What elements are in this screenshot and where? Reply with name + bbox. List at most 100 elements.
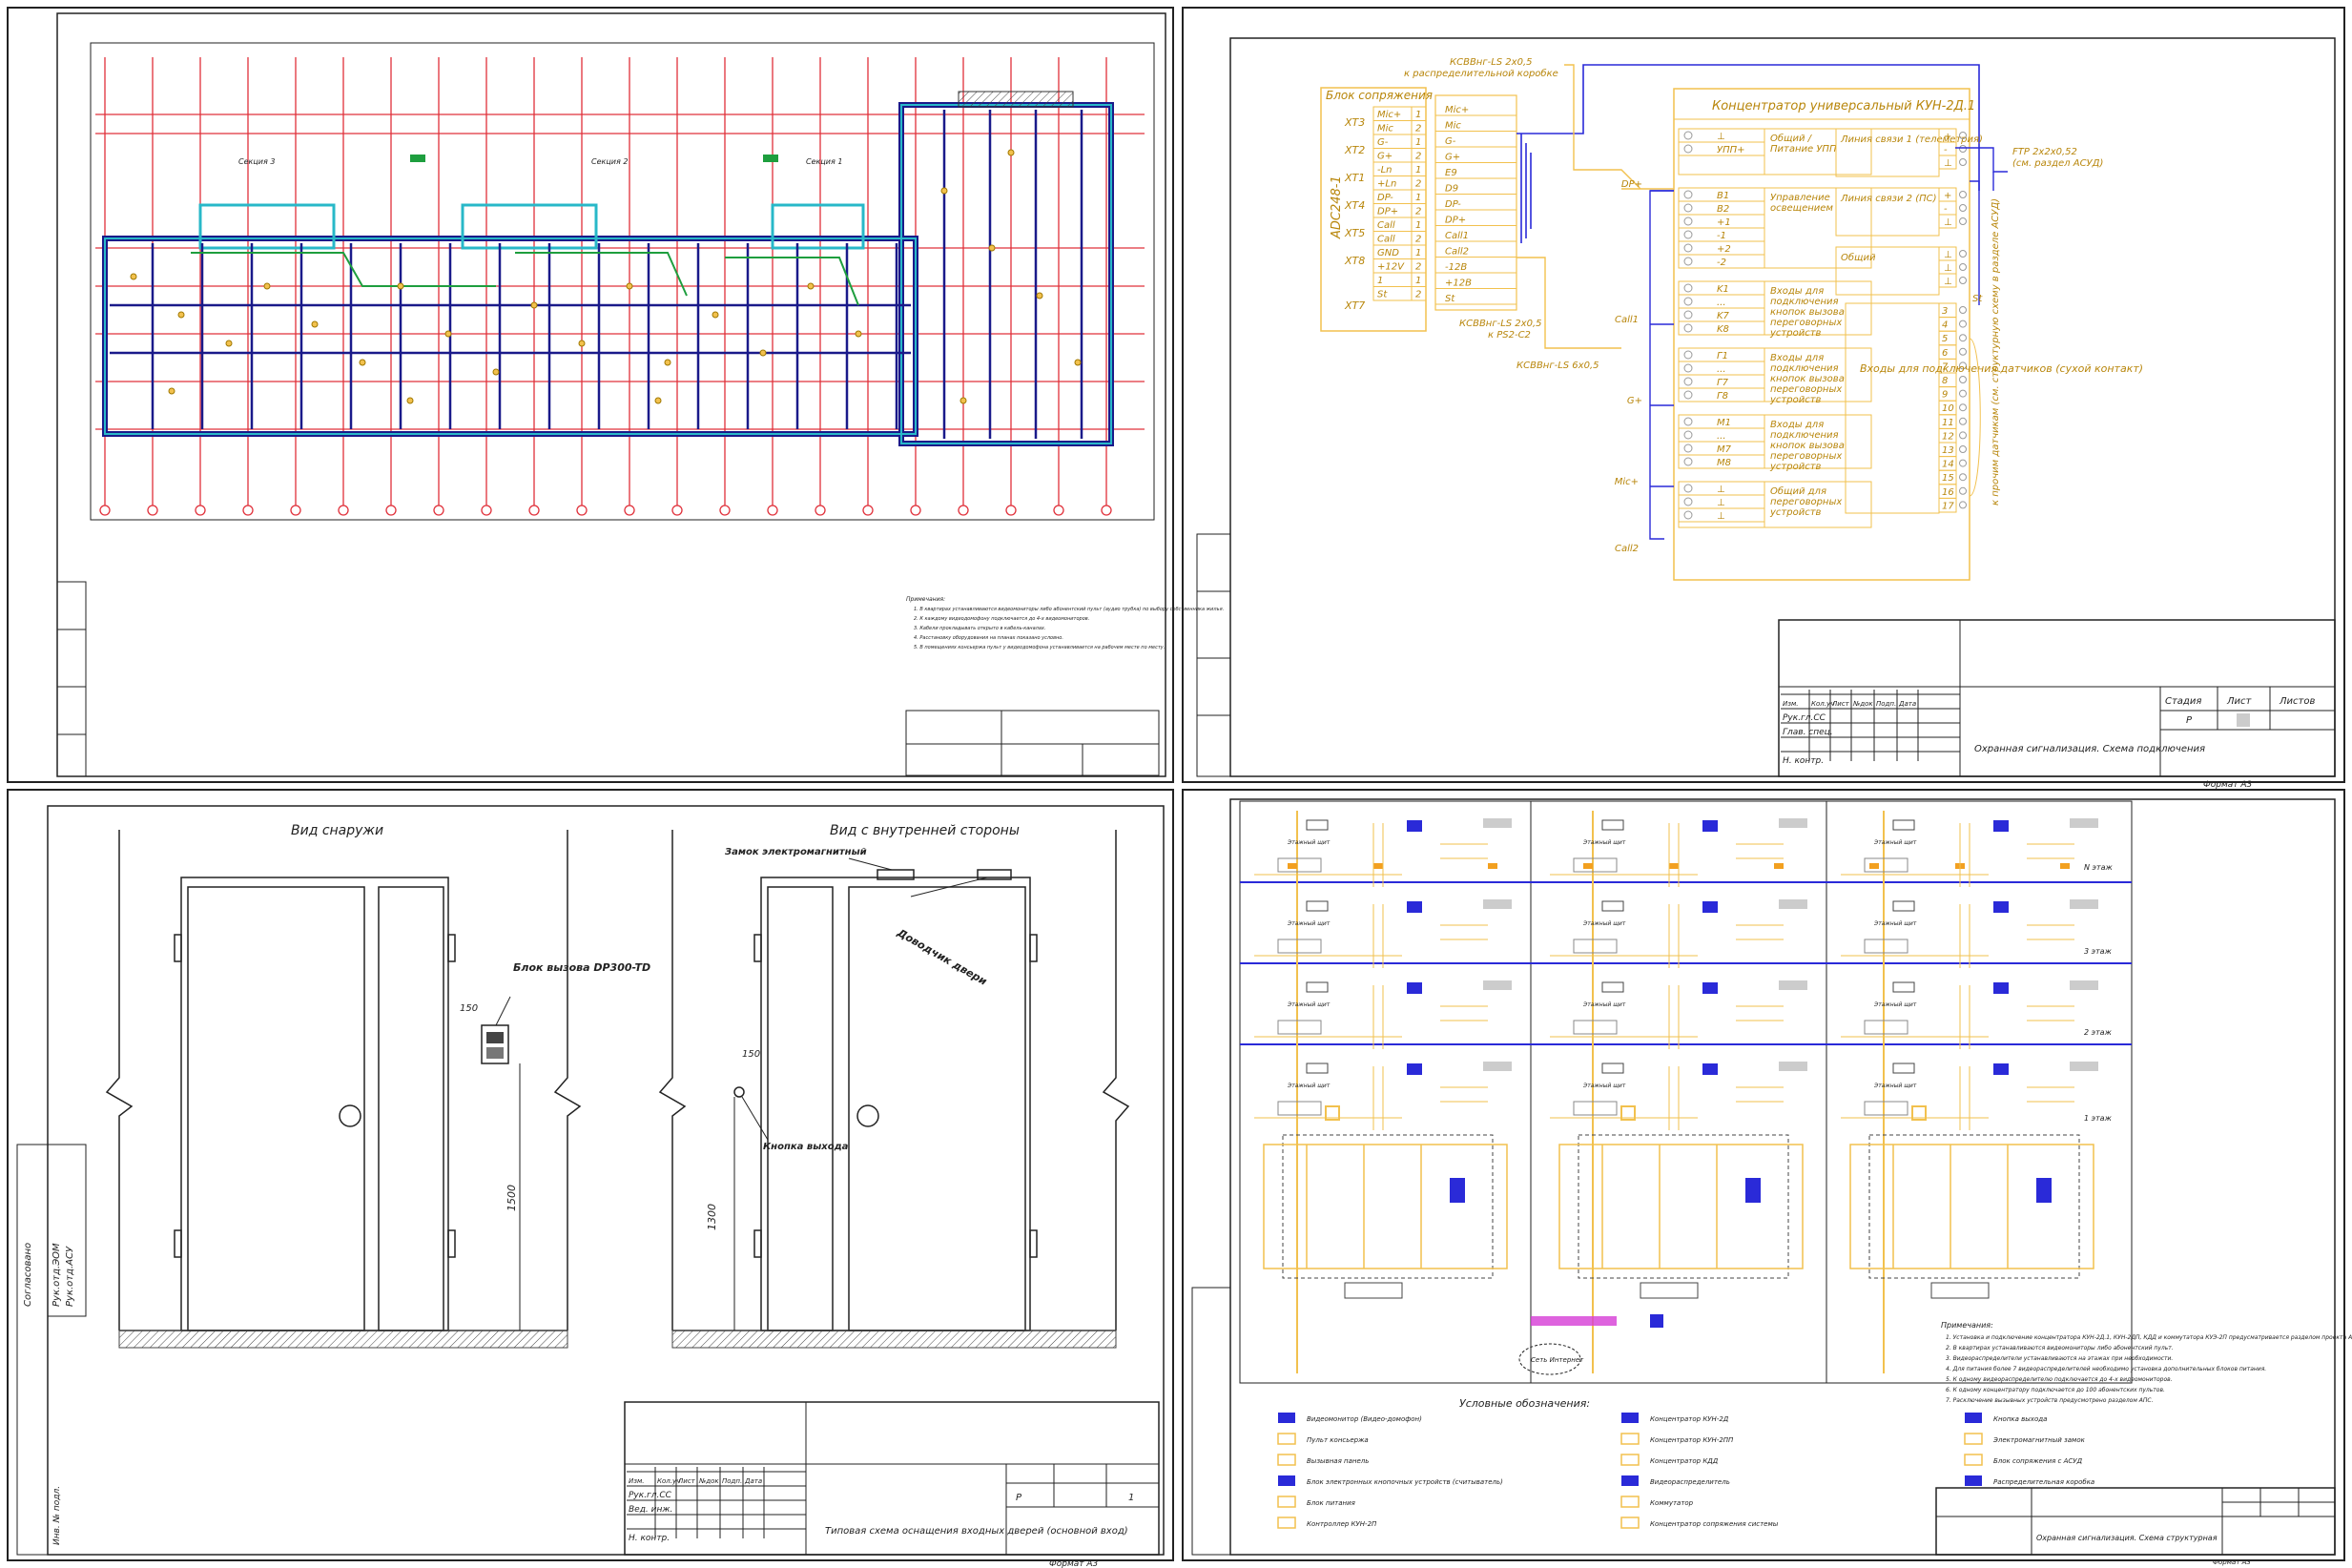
stamp-column-label: №док bbox=[698, 1477, 719, 1485]
grid-axis-marker bbox=[815, 505, 826, 516]
line-pin-label: + bbox=[1944, 191, 1951, 201]
call-panel-icon bbox=[1911, 1105, 1927, 1121]
pin-label: K7 bbox=[1717, 311, 1730, 321]
pin-label: M8 bbox=[1717, 458, 1731, 468]
sheet-title-structural: Охранная сигнализация. Схема структурная bbox=[2036, 1534, 2218, 1542]
video-monitor-icon bbox=[1407, 901, 1422, 913]
stamp-column-label: Дата bbox=[1898, 700, 1916, 708]
sheet-label: Лист bbox=[2226, 696, 2253, 707]
pin-label: Г8 bbox=[1717, 391, 1728, 402]
door-module bbox=[1640, 1282, 1699, 1299]
distribution-box bbox=[1864, 857, 1908, 873]
legend-symbol bbox=[1620, 1454, 1640, 1466]
entrance-zone bbox=[1578, 1134, 1789, 1279]
pin-group-label: устройств bbox=[1769, 395, 1822, 405]
legend-symbol bbox=[1278, 1413, 1295, 1423]
dim-1300: 1300 bbox=[706, 1204, 718, 1230]
bus-label: DP+ bbox=[1621, 179, 1642, 190]
sheet-door-scheme: Согласовано Рук.отд.ЭОМ Рук.отд.АСУ Инв.… bbox=[7, 789, 1174, 1568]
cable-top-note: к распределительной коробке bbox=[1404, 68, 1558, 79]
pin-group-label: подключения bbox=[1770, 363, 1839, 374]
section-3-label: Секция 3 bbox=[238, 157, 275, 166]
stamp-person: Рук.гл.СС bbox=[629, 1491, 672, 1500]
adc-pin-number: 2 bbox=[1415, 124, 1421, 134]
line-pin-label: ⊥ bbox=[1944, 250, 1952, 260]
pin-label: ... bbox=[1717, 364, 1726, 375]
floor-panel-label: Этажный щит bbox=[1873, 1083, 1917, 1089]
riser-cable bbox=[1841, 985, 2074, 1049]
device-point bbox=[855, 330, 862, 338]
device-point bbox=[959, 397, 967, 404]
line-pin-label: + bbox=[1944, 132, 1951, 142]
wire-label: G- bbox=[1445, 136, 1456, 147]
call-panel-icon bbox=[1620, 1105, 1636, 1121]
pin-label: ... bbox=[1717, 431, 1726, 442]
screw-terminal-icon bbox=[1683, 377, 1693, 386]
line-pin-cell bbox=[1938, 214, 1957, 229]
pin-group-label: Управление bbox=[1770, 193, 1830, 203]
grid-axis-marker bbox=[99, 505, 111, 516]
screw-terminal-icon bbox=[1959, 361, 1967, 370]
struct-note: 1. Установка и подключение концентратора… bbox=[1946, 1334, 2352, 1341]
floor-panel-label: Этажный щит bbox=[1287, 1001, 1331, 1008]
floor-panel-label: Этажный щит bbox=[1582, 839, 1626, 846]
adc-pin-label: GND bbox=[1377, 248, 1399, 258]
grid-axis-marker bbox=[1005, 505, 1017, 516]
cable-mid-note: к PS2-C2 bbox=[1488, 330, 1531, 340]
pin-group-label: подключения bbox=[1770, 430, 1839, 441]
sensor-pin-label: 4 bbox=[1942, 320, 1948, 331]
video-monitor-icon bbox=[1407, 982, 1422, 994]
junction-marker bbox=[1488, 863, 1497, 869]
grid-axis-marker bbox=[671, 505, 683, 516]
device-point bbox=[177, 311, 185, 319]
bus-label: Mic+ bbox=[1615, 477, 1639, 487]
screw-terminal-icon bbox=[1959, 501, 1967, 509]
pin-label: +2 bbox=[1717, 244, 1731, 255]
floor-panel-label: Этажный щит bbox=[1287, 1083, 1331, 1089]
pin-label: K1 bbox=[1717, 284, 1729, 295]
struct-note: 7. Расключение вызывных устройств предус… bbox=[1946, 1397, 2154, 1404]
screw-terminal-icon bbox=[1683, 323, 1693, 333]
dim-150-outside: 150 bbox=[460, 1003, 478, 1014]
line-pin-label: ⊥ bbox=[1944, 263, 1952, 274]
riser-cable bbox=[1254, 823, 1488, 887]
cable-low-label: КСВВнг-LS 6х0,5 bbox=[1516, 361, 1599, 371]
video-monitor-icon bbox=[1407, 820, 1422, 832]
pin-group-label: переговорных bbox=[1770, 451, 1842, 462]
wire-label: Mic bbox=[1445, 121, 1461, 132]
apartment-counter-icon bbox=[2070, 818, 2098, 828]
door-stage-value: Р bbox=[1016, 1493, 1022, 1503]
apartment-counter-icon bbox=[1483, 1062, 1512, 1071]
pin-label: ⊥ bbox=[1717, 511, 1725, 522]
sheet-title-connection: Охранная сигнализация. Схема подключения bbox=[1974, 744, 2205, 754]
adc-pin-label: DP- bbox=[1377, 193, 1393, 203]
distribution-box bbox=[1573, 1101, 1618, 1116]
video-monitor-icon bbox=[1993, 901, 2009, 913]
distribution-box bbox=[1573, 1020, 1618, 1035]
screw-terminal-icon bbox=[1959, 191, 1967, 198]
sheet-title-door: Типовая схема оснащения входных дверей (… bbox=[825, 1526, 1128, 1537]
junction-marker bbox=[1669, 863, 1679, 869]
wire-label: -12В bbox=[1445, 262, 1467, 273]
floor-panel-label: Этажный щит bbox=[1582, 1083, 1626, 1089]
riser-cable bbox=[1841, 823, 2074, 887]
riser-cable bbox=[1254, 904, 1488, 968]
legend-item: Блок сопряжения с АСУД bbox=[1993, 1457, 2083, 1465]
adc-pin-number: 2 bbox=[1415, 235, 1421, 245]
apartment-counter-icon bbox=[1483, 899, 1512, 909]
junction-marker bbox=[1373, 863, 1383, 869]
entrance-cabling bbox=[1263, 1144, 1508, 1269]
sensor-inputs-label: Входы для подключения датчиков (сухой ко… bbox=[1860, 362, 2143, 375]
wire-label: Call2 bbox=[1445, 247, 1469, 258]
pin-group-label: освещением bbox=[1770, 203, 1833, 214]
device-point bbox=[578, 340, 586, 347]
distribution-box bbox=[1277, 1101, 1322, 1116]
grid-axis-marker bbox=[910, 505, 921, 516]
sheet-floor-plan: Секция 3 Секция 2 Секция 1 Примечания: 1… bbox=[7, 7, 1224, 783]
sensor-pin-label: 7 bbox=[1942, 361, 1949, 372]
stamp-column-label: Лист bbox=[1831, 700, 1850, 708]
adc-pin-number: 1 bbox=[1415, 276, 1421, 286]
adc-pin-label: Mic bbox=[1377, 124, 1393, 134]
